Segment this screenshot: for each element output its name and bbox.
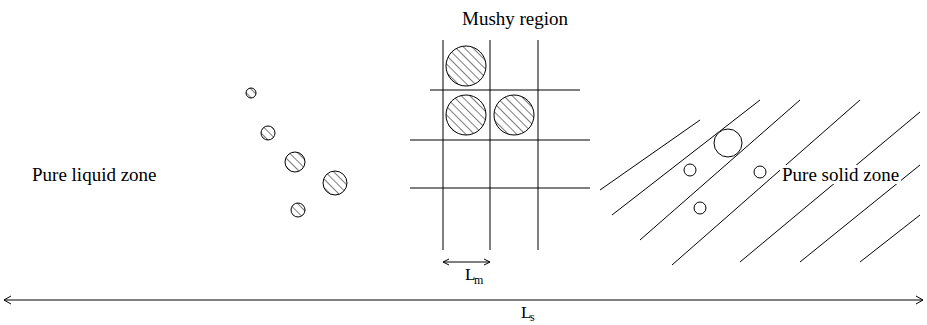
hatch-line	[612, 100, 760, 215]
hatch-line	[860, 215, 920, 262]
liquid-nuclei	[246, 88, 347, 217]
grid-line	[538, 40, 539, 250]
grain	[494, 95, 534, 135]
grid-line	[490, 40, 491, 250]
nucleus	[323, 171, 347, 195]
nucleus	[261, 126, 275, 140]
mushy-grains	[446, 46, 534, 135]
grid-line	[430, 90, 580, 91]
grain	[446, 95, 486, 135]
dimension-subscript: m	[474, 274, 483, 286]
nucleus	[246, 88, 256, 98]
zone-label: Pure solid zone	[780, 165, 901, 184]
dimension-ls	[4, 296, 923, 304]
mushy-grid	[410, 40, 590, 250]
hatch-line	[600, 120, 700, 190]
solid-pores	[684, 129, 766, 214]
hatch-line	[640, 100, 800, 240]
dimension-lm	[443, 259, 490, 265]
dimension-line	[443, 262, 490, 263]
grid-line	[410, 188, 590, 189]
pore	[754, 166, 766, 178]
arrow-head	[4, 296, 11, 304]
zone-label: Pure liquid zone	[30, 165, 159, 184]
arrow-head	[443, 259, 449, 265]
dimension-subscript: s	[530, 311, 535, 323]
grain	[446, 46, 486, 86]
grid-line	[410, 140, 590, 141]
hatch-line	[740, 112, 920, 262]
pore	[714, 129, 742, 157]
grid-line	[443, 40, 444, 250]
solid-hatching	[600, 100, 920, 265]
arrow-head	[484, 259, 490, 265]
pore	[694, 202, 706, 214]
nucleus	[285, 152, 305, 172]
pore	[684, 164, 696, 176]
dimension-line	[4, 300, 923, 301]
region-label: Mushy region	[460, 9, 570, 28]
arrow-head	[916, 296, 923, 304]
nucleus	[291, 203, 305, 217]
